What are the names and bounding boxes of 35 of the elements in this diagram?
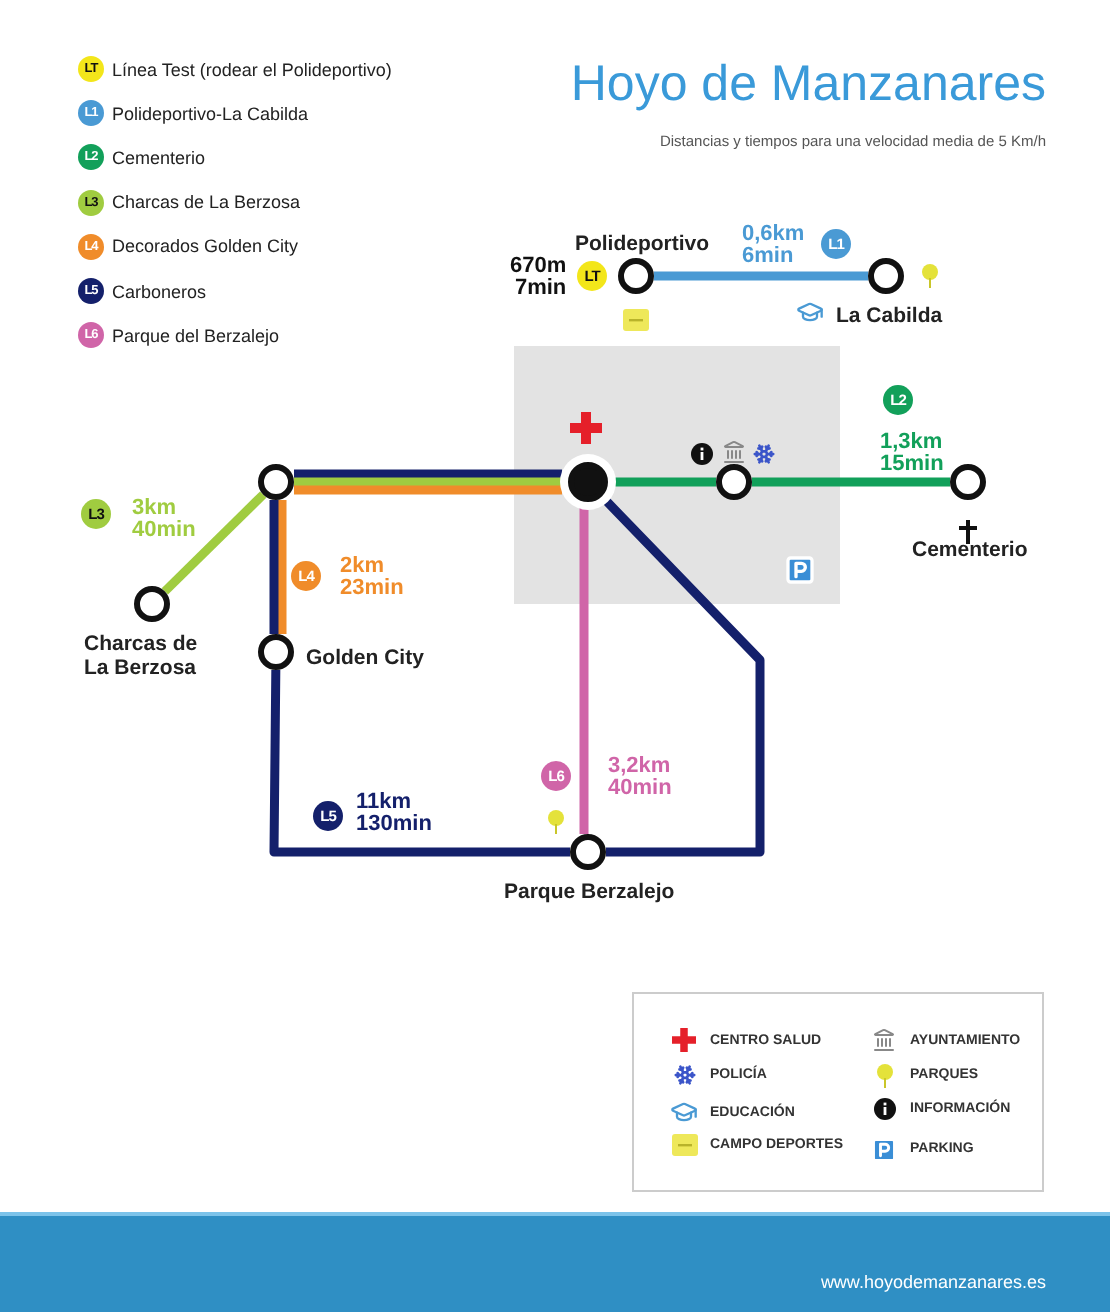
route-line [294, 469, 562, 479]
edge-label: 2km 23min [340, 556, 404, 600]
legend-text: Charcas de La Berzosa [112, 192, 301, 213]
station-name: Charcas de La Berzosa [84, 632, 200, 680]
map-title: Hoyo de Manzanares [570, 56, 1046, 114]
edge-label: 3,2km 40min [608, 756, 672, 800]
edge-label: 3km 40min [132, 498, 196, 542]
station-name: Golden City [306, 646, 424, 670]
legend-text: Cementerio [112, 147, 206, 168]
legend-text: Polideportivo-La Cabilda [112, 103, 309, 124]
route-line [277, 500, 287, 634]
station-name: Parque Berzalejo [504, 880, 675, 904]
station-name: Cementerio [912, 538, 1028, 562]
route-line [294, 477, 562, 487]
station-name: Polideportivo [572, 232, 712, 256]
edge-label: 11km 130min [356, 792, 432, 836]
route-line [161, 491, 267, 595]
edge-label: 1,3km 15min [880, 432, 944, 476]
station-circle [258, 464, 294, 500]
route-line [269, 669, 570, 857]
route-line [654, 271, 868, 281]
website-address: www.hoyodemanzanares.es [820, 1272, 1046, 1292]
route-line [579, 508, 589, 834]
legend-text: Decorados Golden City [112, 236, 299, 257]
edge-label: 0,6km 6min [742, 224, 805, 268]
route-line [614, 477, 716, 487]
route-line [294, 485, 562, 495]
legend-text: Línea Test (rodear el Polideportivo) [112, 59, 392, 79]
legend-text: Carboneros [112, 281, 207, 301]
route-line [269, 500, 279, 634]
distance-label: 670m 7min [510, 256, 567, 300]
station-name: La Cabilda [836, 304, 943, 328]
route-line [602, 497, 765, 857]
legend-text: Parque del Berzalejo [112, 325, 280, 346]
route-line [752, 477, 950, 487]
